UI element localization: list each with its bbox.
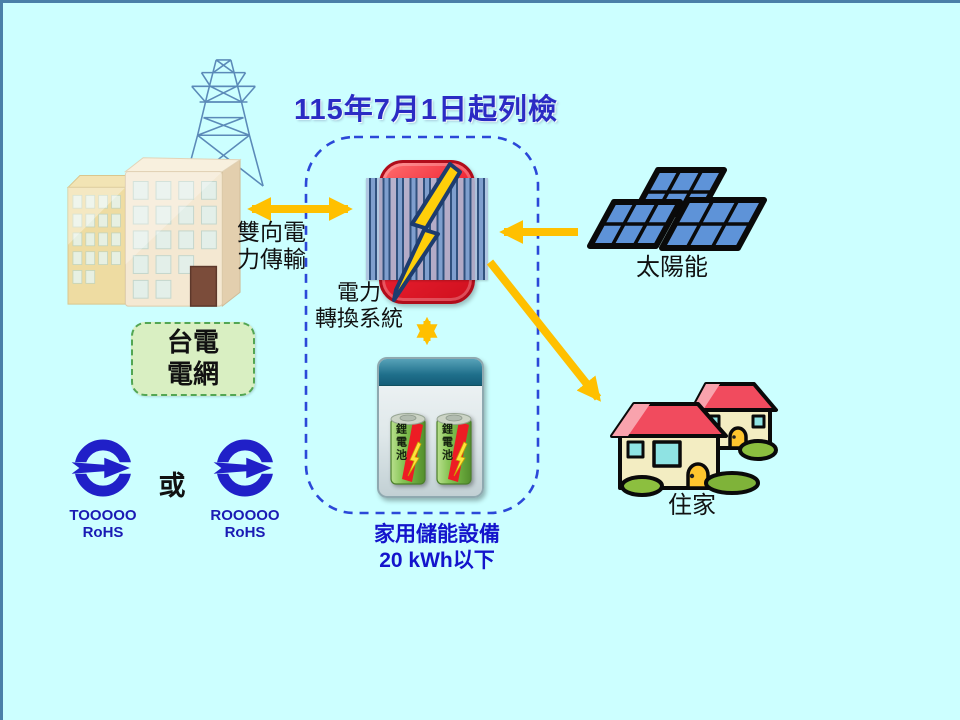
battery-box-header <box>379 359 482 386</box>
bidirectional-label: 雙向電 力傳輸 <box>237 219 306 273</box>
converter-icon <box>366 156 488 308</box>
inspection-scope-box <box>304 135 540 515</box>
battery-icon: 鋰電池 <box>434 408 474 488</box>
houses-icon <box>610 382 778 497</box>
solar-label: 太陽能 <box>636 254 708 281</box>
home-label: 住家 <box>668 492 716 519</box>
lightning-bolt-icon <box>392 162 462 302</box>
battery-box-icon: 鋰電池 鋰電池 <box>377 357 484 498</box>
battery-label: 鋰電池 <box>440 423 453 462</box>
taipower-grid-line2: 電網 <box>166 359 219 389</box>
slide-border-top <box>0 0 960 3</box>
mark-left-code: TOOOOO RoHS <box>48 507 158 542</box>
mark-right-rohs: RoHS <box>224 524 266 542</box>
mark-right-code: ROOOOO RoHS <box>190 507 300 542</box>
battery-label: 鋰電池 <box>394 423 407 462</box>
storage-label: 家用儲能設備 20 kWh以下 <box>374 523 500 572</box>
or-label: 或 <box>158 471 186 501</box>
building-door <box>189 265 218 307</box>
bsmi-mark-right-icon <box>213 439 277 497</box>
taipower-grid-label: 台電 電網 <box>131 322 255 396</box>
slide-border-left <box>0 0 3 720</box>
battery-icon: 鋰電池 <box>388 408 428 488</box>
solar-panel-icon <box>587 167 767 251</box>
taipower-grid-line1: 台電 <box>166 327 219 358</box>
taipower-building-icon <box>66 157 242 308</box>
bsmi-mark-left-icon <box>71 439 135 497</box>
page-title: 115年7月1日起列檢 <box>294 94 559 126</box>
converter-label: 電力 轉換系統 <box>314 280 403 331</box>
mark-left-rohs: RoHS <box>82 524 124 542</box>
